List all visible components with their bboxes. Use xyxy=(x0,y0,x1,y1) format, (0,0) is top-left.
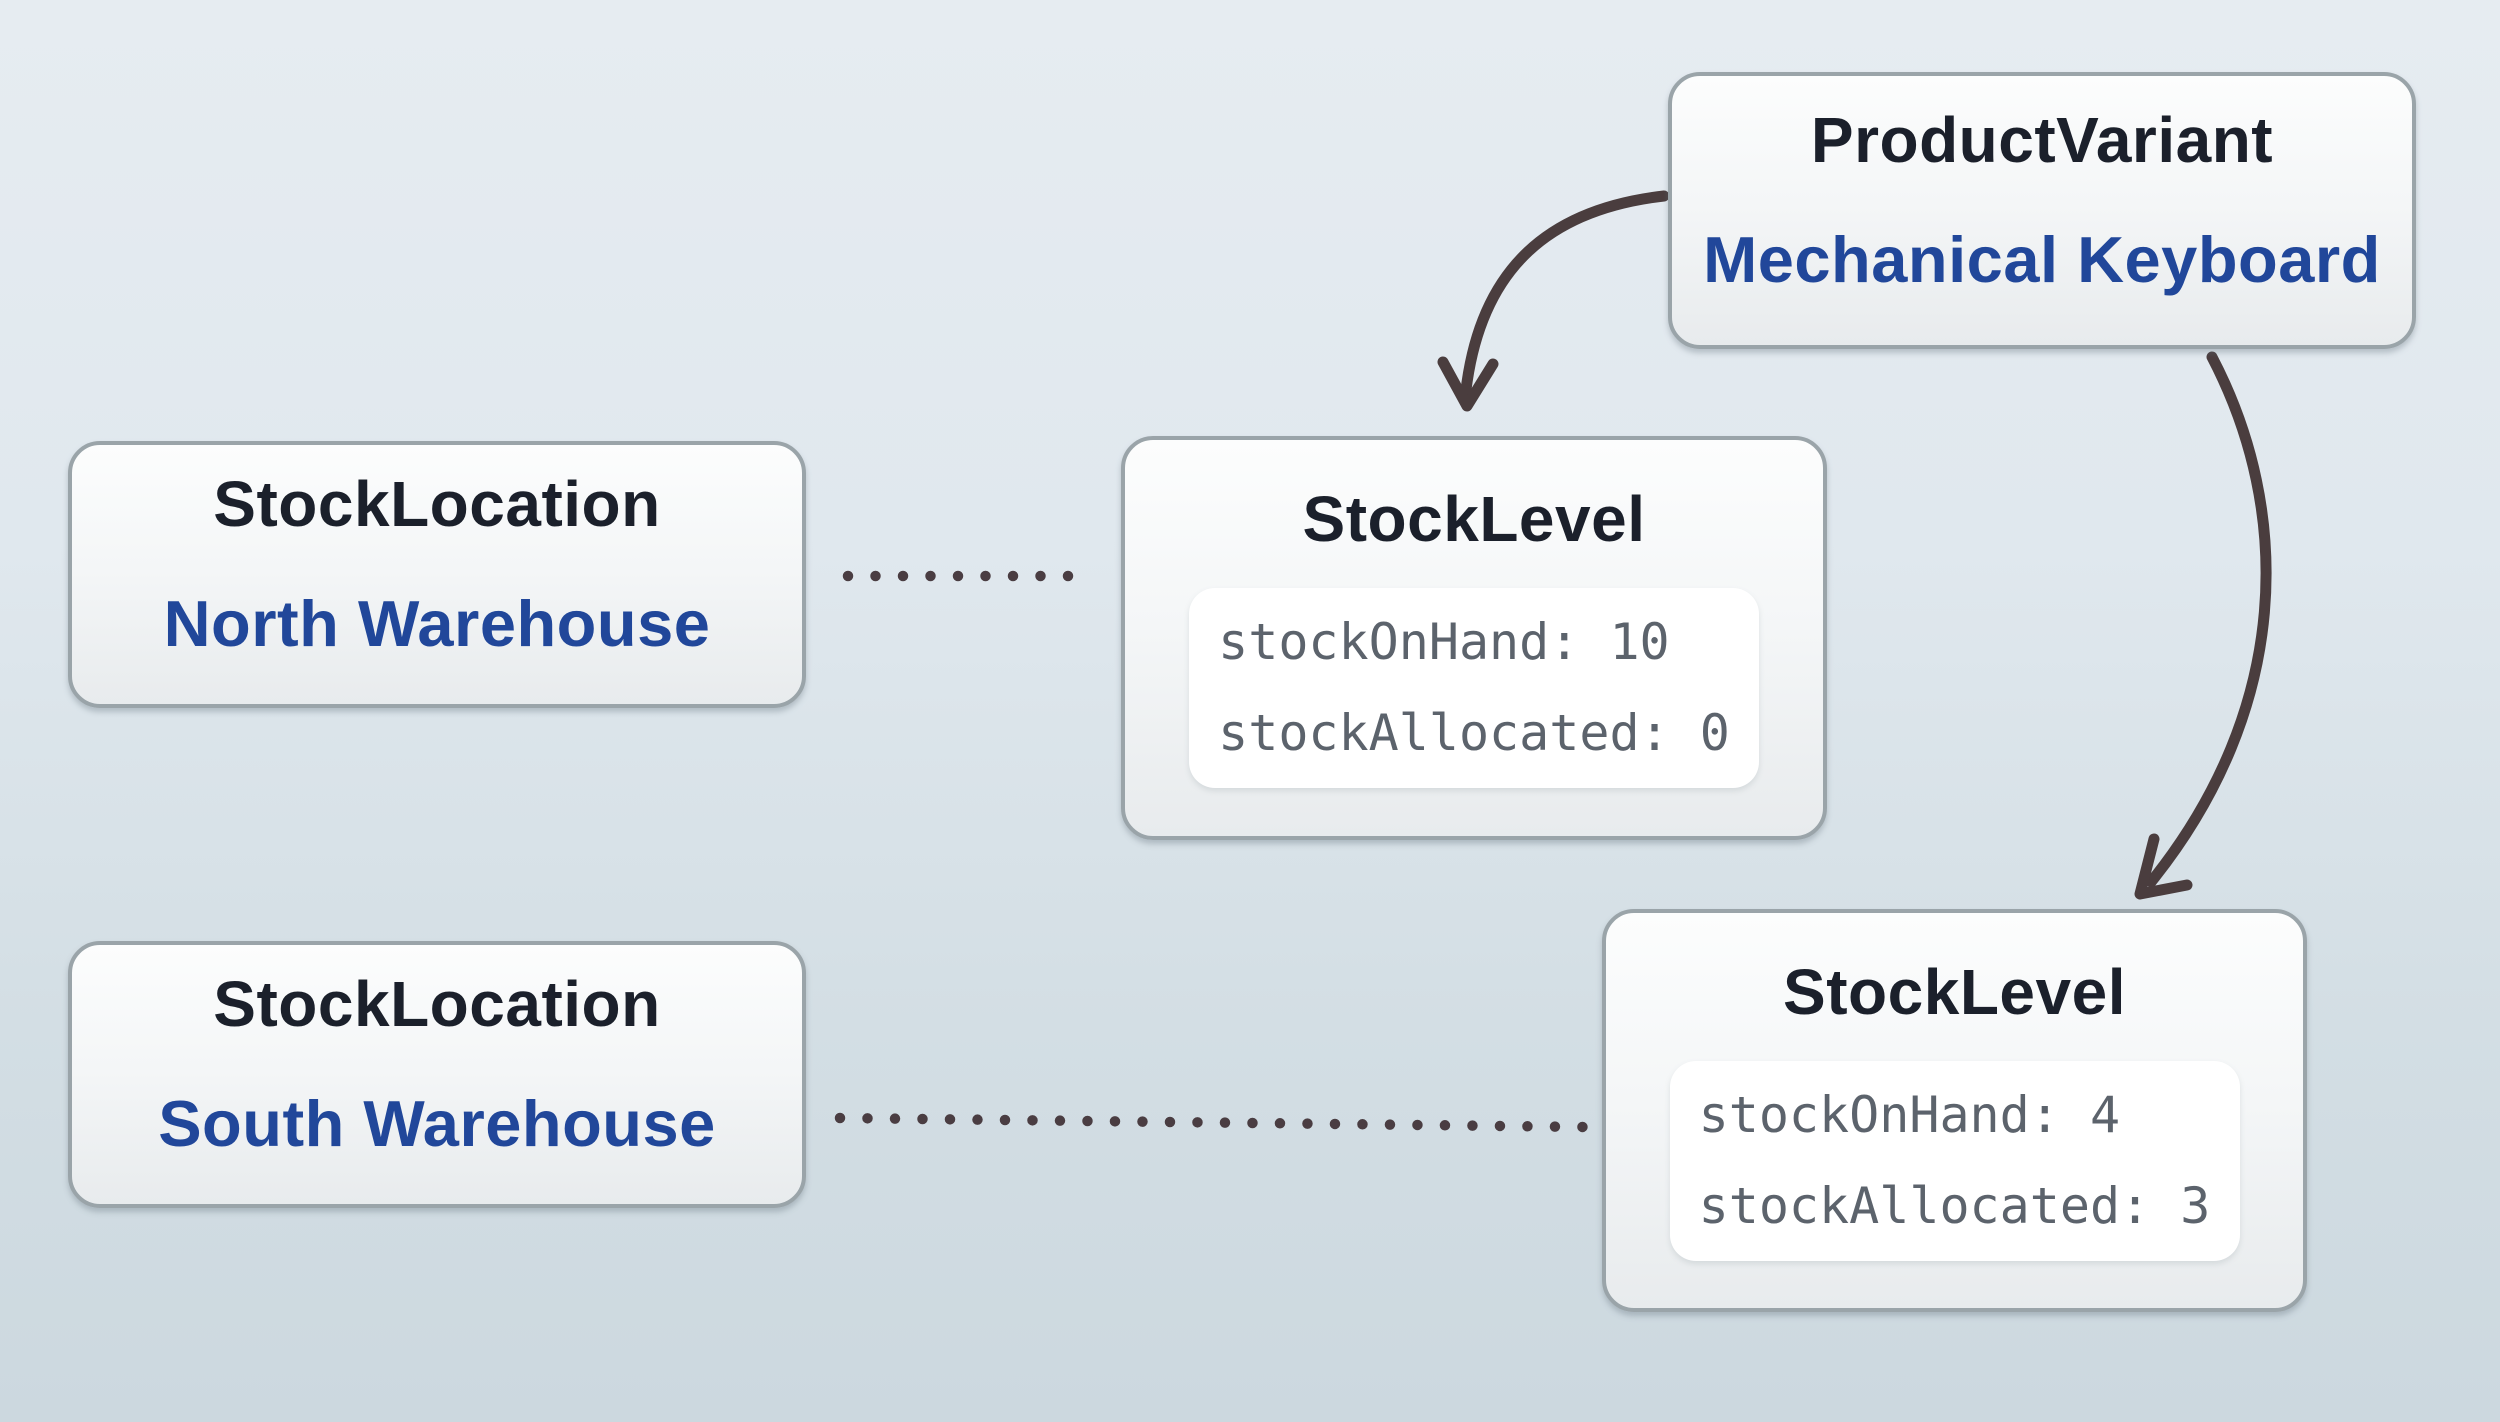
node-product-variant: ProductVariant Mechanical Keyboard xyxy=(1668,72,2416,349)
node-stock-location-south: StockLocation South Warehouse xyxy=(68,941,806,1208)
attributes-panel: stockOnHand: 4 stockAllocated: 3 xyxy=(1669,1061,2240,1261)
attributes-panel: stockOnHand: 10 stockAllocated: 0 xyxy=(1189,588,1759,788)
node-stock-level-north: StockLevel stockOnHand: 10 stockAllocate… xyxy=(1121,436,1827,840)
arrow-productvariant-to-stocklevel-south xyxy=(2145,351,2272,888)
entity-type-label: StockLevel xyxy=(1783,956,2126,1028)
entity-name-label: Mechanical Keyboard xyxy=(1703,222,2381,296)
arrowhead-stocklevel-north-icon xyxy=(1437,356,1499,412)
attribute-line: stockAllocated: 3 xyxy=(1698,1177,2211,1235)
entity-name-label: South Warehouse xyxy=(158,1086,716,1160)
entity-type-label: StockLocation xyxy=(213,967,661,1040)
dotted-link-south xyxy=(834,1112,1592,1133)
entity-name-label: North Warehouse xyxy=(163,586,711,660)
entity-type-label: StockLevel xyxy=(1302,483,1646,555)
attribute-lines: stockOnHand: 10 stockAllocated: 0 xyxy=(1218,597,1730,779)
arrowhead-stocklevel-south-icon xyxy=(2134,833,2193,900)
arrow-productvariant-to-stocklevel-north xyxy=(1460,190,1670,396)
node-stock-level-south: StockLevel stockOnHand: 4 stockAllocated… xyxy=(1602,909,2307,1312)
node-stock-location-north: StockLocation North Warehouse xyxy=(68,441,806,708)
attribute-line: stockAllocated: 0 xyxy=(1218,704,1730,762)
attribute-lines: stockOnHand: 4 stockAllocated: 3 xyxy=(1699,1070,2211,1252)
entity-type-label: StockLocation xyxy=(213,467,661,540)
attribute-line: stockOnHand: 10 xyxy=(1218,613,1670,671)
attribute-line: stockOnHand: 4 xyxy=(1698,1086,2121,1144)
entity-type-label: ProductVariant xyxy=(1810,103,2274,176)
